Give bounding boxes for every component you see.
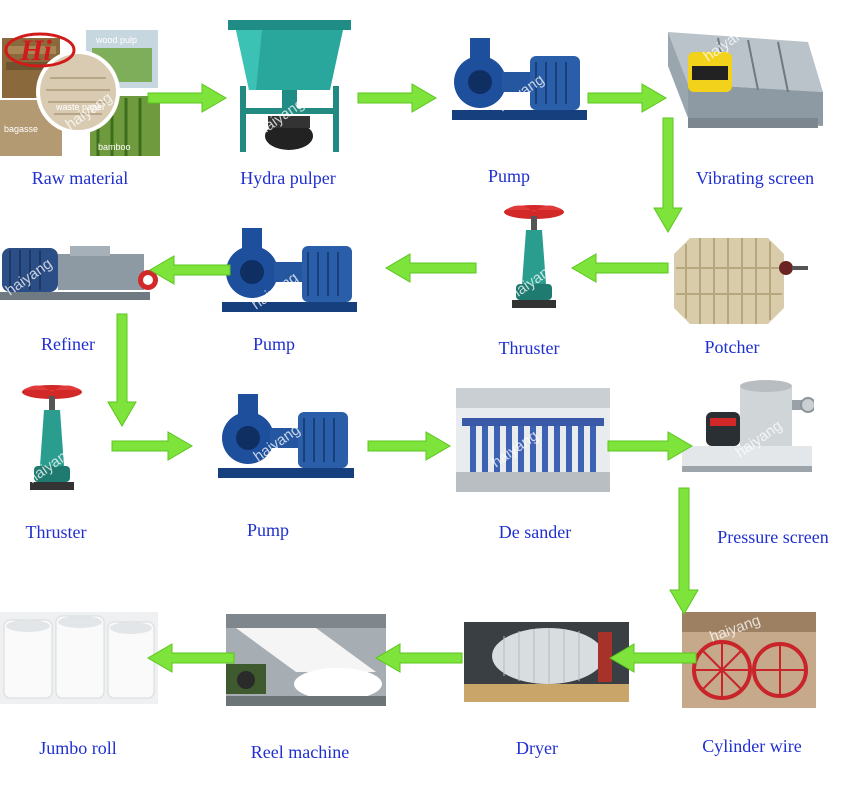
reel-machine-image [226, 614, 386, 706]
haiyang-logo: Hi [4, 32, 76, 68]
label-reel-machine: Reel machine [250, 742, 350, 762]
pump-2-image: haiyang [222, 228, 357, 313]
label-hydra-pulper: Hydra pulper [240, 168, 336, 188]
flow-arrow-pulper-to-pump [357, 83, 437, 113]
label-vibrating-screen: Vibrating screen [695, 168, 815, 188]
label-pump-2: Pump [252, 334, 296, 354]
caption-wood-pulp: wood pulp [95, 35, 137, 45]
flow-arrow-screen-to-potcher [653, 117, 683, 233]
thruster-2-image: haiyang [22, 385, 82, 490]
label-cylinder-wire: Cylinder wire [702, 736, 802, 756]
caption-bamboo: bamboo [98, 142, 131, 152]
de-sander-image: haiyang [456, 388, 610, 492]
label-jumbo-roll: Jumbo roll [39, 738, 117, 758]
pressure-screen-image: haiyang [682, 380, 814, 472]
caption-waste-paper: waste paper [55, 102, 105, 112]
label-thruster-2: Thruster [25, 522, 87, 542]
flow-arrow-refiner-to-thruster [107, 313, 137, 427]
label-raw-material: Raw material [31, 168, 129, 188]
potcher-image [674, 238, 808, 324]
label-refiner: Refiner [41, 334, 95, 354]
svg-text:Hi: Hi [19, 34, 52, 67]
label-pump-3: Pump [246, 520, 290, 540]
raw-material-image: Hi wood pulp waste paper bagasse bamboo … [0, 18, 160, 158]
flow-arrow-wire-to-dryer [609, 643, 697, 673]
flow-arrow-reel-to-jumbo [147, 643, 235, 673]
dryer-image [464, 622, 629, 702]
label-de-sander: De sander [498, 522, 572, 542]
flow-arrow-pump-to-desander [367, 431, 451, 461]
cylinder-wire-image: haiyang [682, 612, 816, 708]
refiner-image: haiyang [0, 246, 158, 300]
label-thruster-1: Thruster [498, 338, 560, 358]
flow-arrow-pressure-to-wire [669, 487, 699, 615]
flow-arrow-thruster-to-pump [111, 431, 193, 461]
label-pump-1: Pump [487, 166, 531, 186]
thruster-1-image: haiyang [504, 205, 564, 308]
label-dryer: Dryer [516, 738, 558, 758]
pump-3-image: haiyang [218, 394, 354, 478]
flow-arrow-desander-to-pressure [607, 431, 693, 461]
flow-arrow-thruster-to-pump2 [385, 253, 477, 283]
flow-arrow-pump-to-screen [587, 83, 667, 113]
label-pressure-screen: Pressure screen [717, 527, 829, 547]
flow-arrow-potcher-to-thruster [571, 253, 669, 283]
label-potcher: Potcher [704, 337, 760, 357]
pump-1-image: haiyang [452, 38, 587, 120]
hydra-pulper-image: haiyang [228, 20, 351, 152]
caption-bagasse: bagasse [4, 124, 38, 134]
flow-arrow-pump2-to-refiner [149, 255, 231, 285]
flow-arrow-dryer-to-reel [375, 643, 463, 673]
jumbo-roll-image [0, 612, 158, 704]
flow-arrow-raw-to-pulper [147, 83, 227, 113]
vibrating-screen-image: haiyang [668, 22, 823, 128]
